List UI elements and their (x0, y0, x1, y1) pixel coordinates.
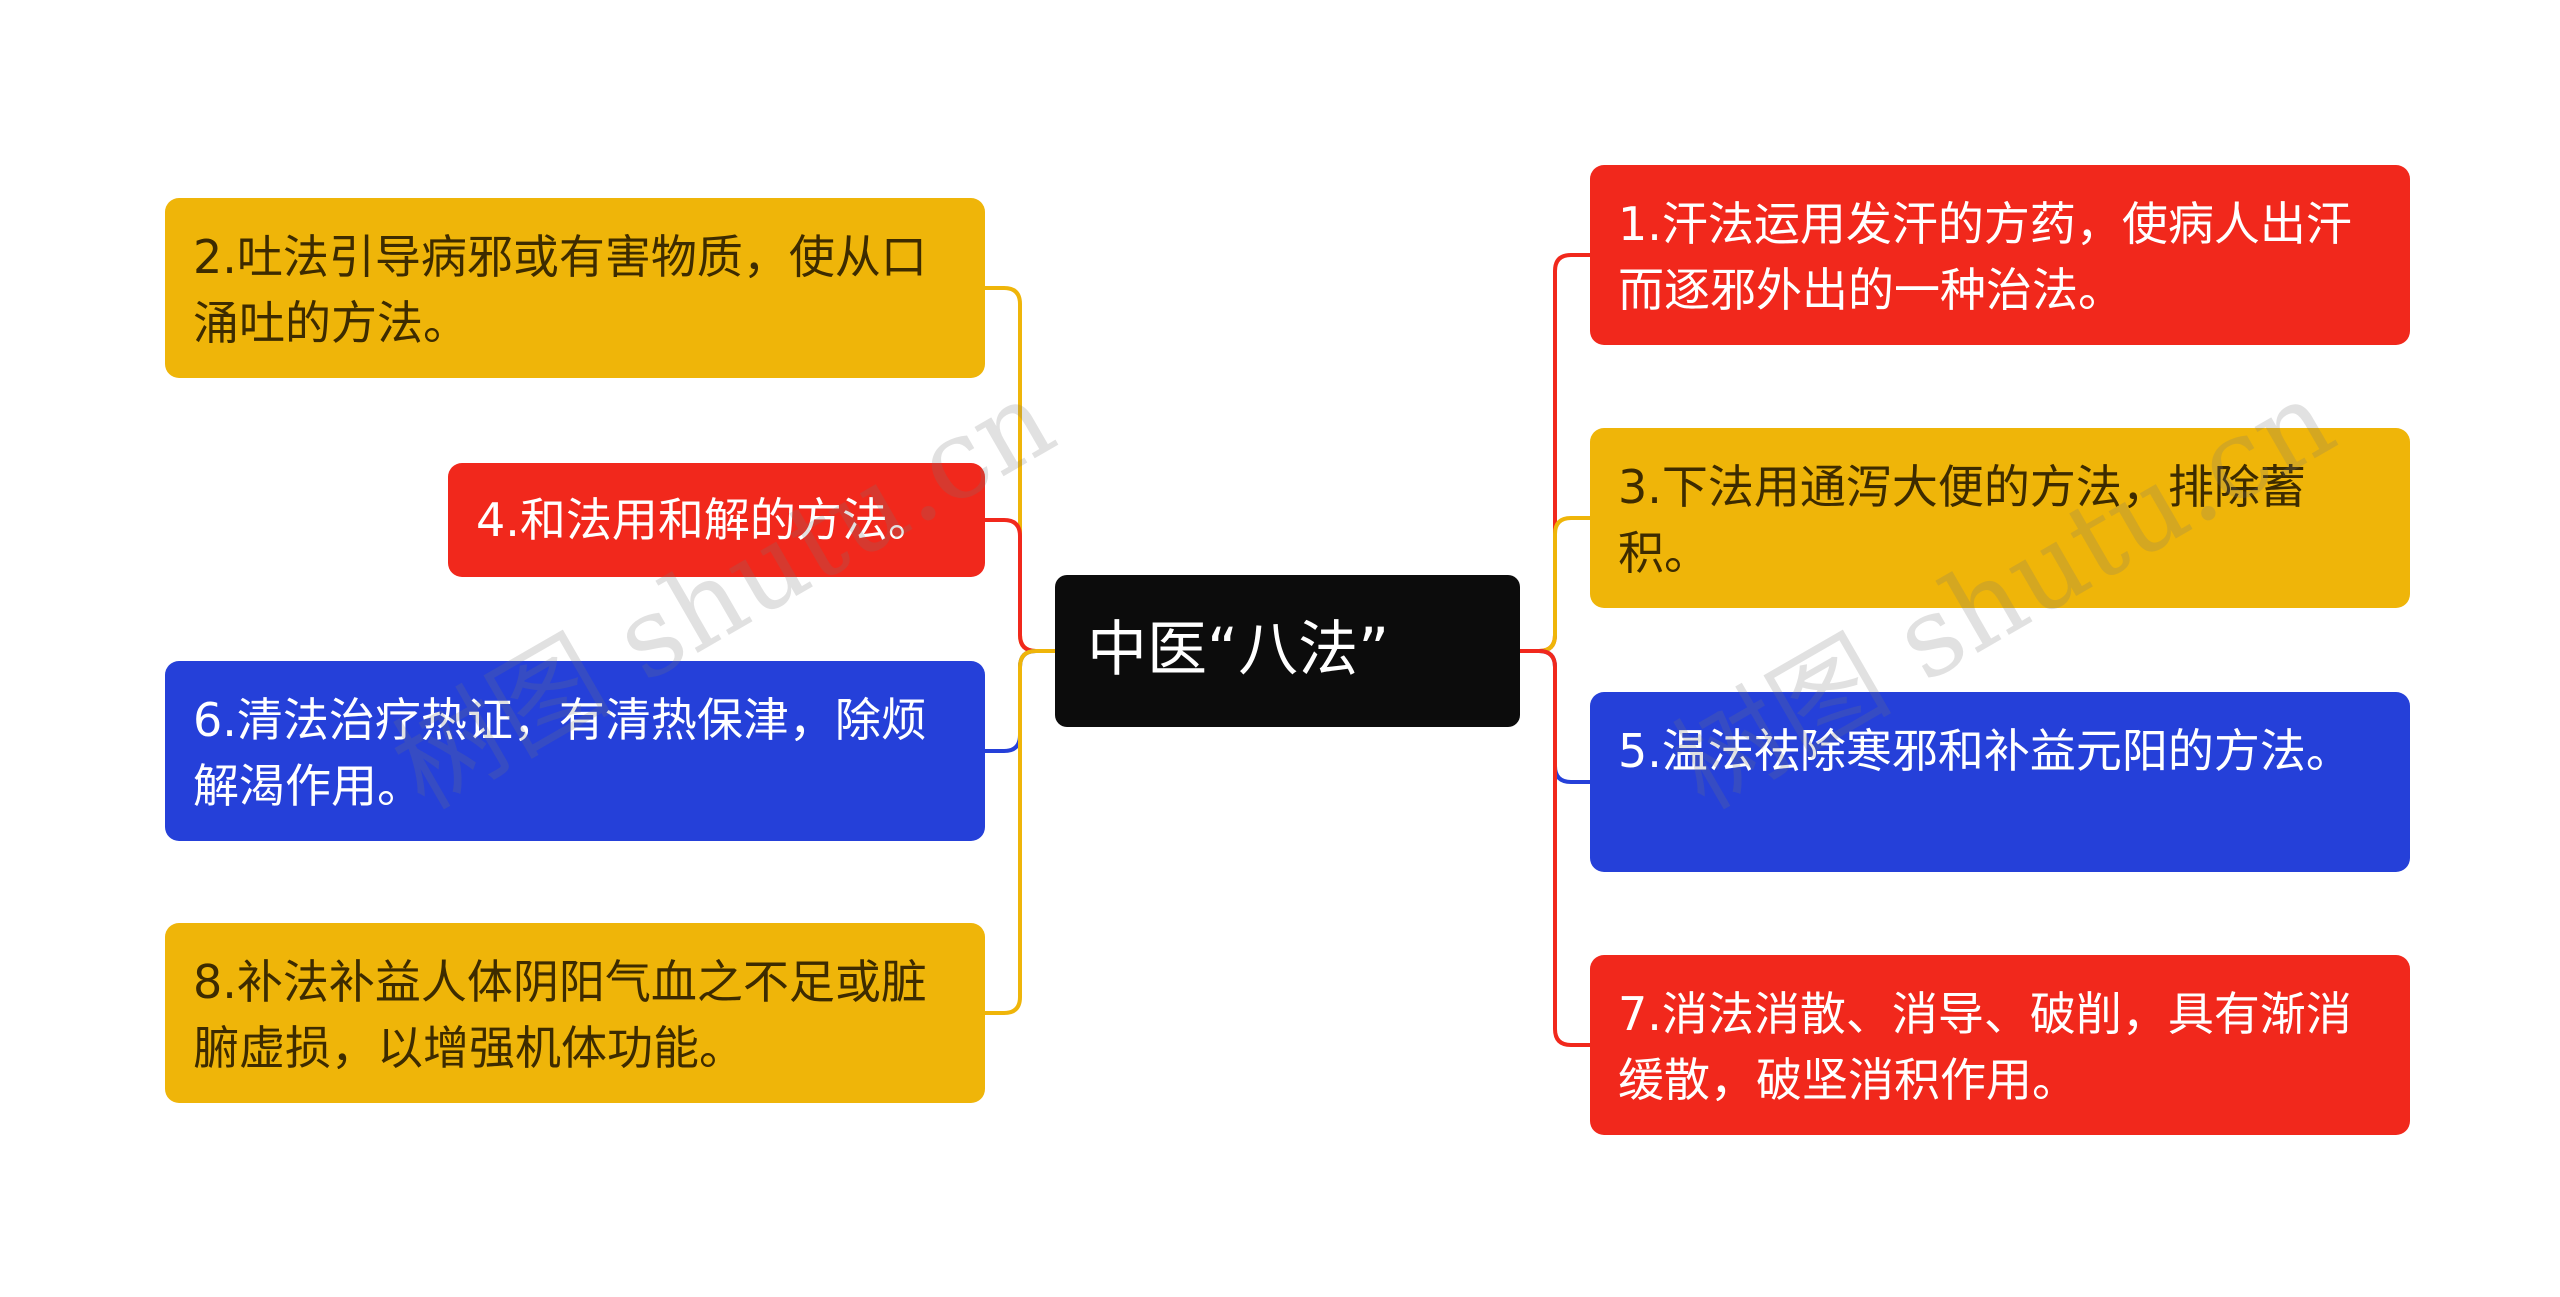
connector-left-4 (983, 649, 1057, 1015)
right-node-xiao-fa[interactable]: 7.消法消散、消导、破削，具有渐消缓散，破坚消积作用。 (1590, 955, 2410, 1135)
left-node-he-fa[interactable]: 4.和法用和解的方法。 (448, 463, 985, 577)
connector-left-2 (983, 518, 1057, 653)
node-label: 6.清法治疗热证，有清热保津，除烦解渴作用。 (193, 693, 927, 813)
left-node-qing-fa[interactable]: 6.清法治疗热证，有清热保津，除烦解渴作用。 (165, 661, 985, 841)
node-label: 5.温法祛除寒邪和补益元阳的方法。 (1618, 724, 2352, 778)
node-label: 1.汗法运用发汗的方药，使病人出汗而逐邪外出的一种治法。 (1618, 197, 2352, 317)
connector-right-2 (1518, 516, 1592, 653)
node-label: 4.和法用和解的方法。 (476, 493, 934, 547)
right-node-han-fa[interactable]: 1.汗法运用发汗的方药，使病人出汗而逐邪外出的一种治法。 (1590, 165, 2410, 345)
node-label: 8.补法补益人体阴阳气血之不足或脏腑虚损，以增强机体功能。 (193, 955, 927, 1075)
right-node-xia-fa[interactable]: 3.下法用通泻大便的方法，排除蓄积。 (1590, 428, 2410, 608)
node-label: 7.消法消散、消导、破削，具有渐消缓散，破坚消积作用。 (1618, 987, 2352, 1107)
node-label: 3.下法用通泻大便的方法，排除蓄积。 (1618, 460, 2306, 580)
right-node-wen-fa[interactable]: 5.温法祛除寒邪和补益元阳的方法。 (1590, 692, 2410, 872)
left-node-bu-fa[interactable]: 8.补法补益人体阴阳气血之不足或脏腑虚损，以增强机体功能。 (165, 923, 985, 1103)
node-label: 2.吐法引导病邪或有害物质，使从口涌吐的方法。 (193, 230, 927, 350)
root-label: 中医“八法” (1087, 615, 1390, 685)
left-node-tu-fa[interactable]: 2.吐法引导病邪或有害物质，使从口涌吐的方法。 (165, 198, 985, 378)
connector-right-4 (1518, 649, 1592, 1047)
root-node[interactable]: 中医“八法” (1055, 575, 1520, 727)
